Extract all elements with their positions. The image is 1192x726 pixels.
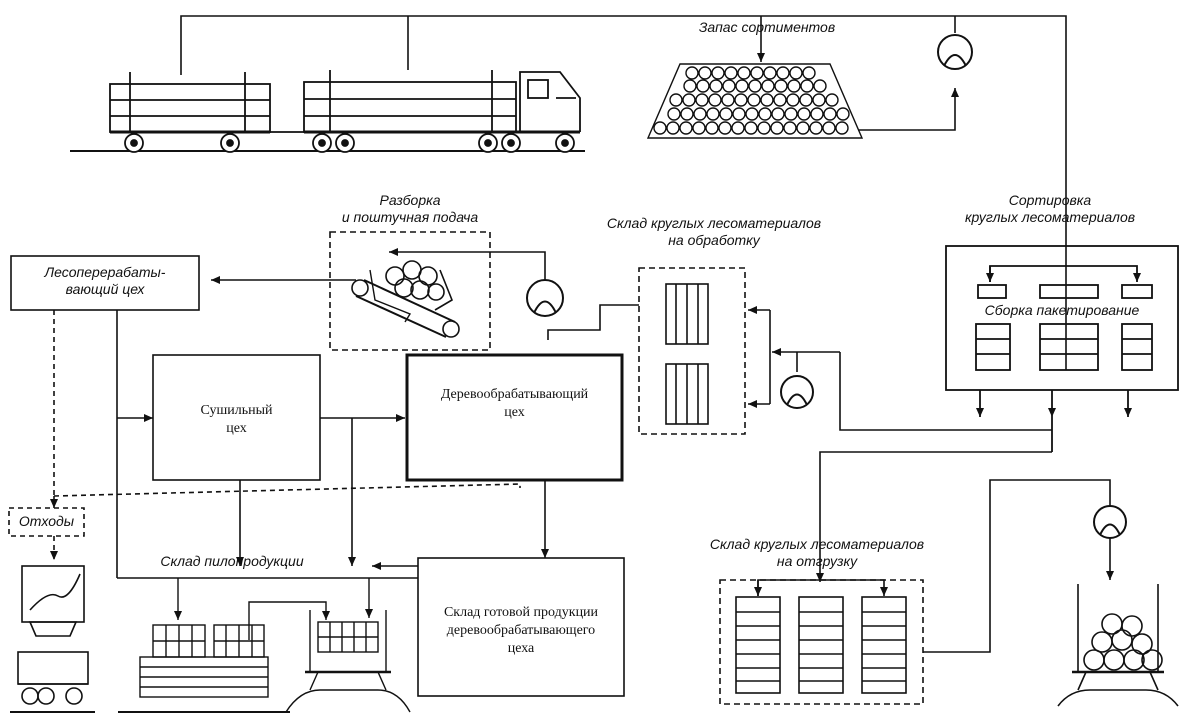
log-end [732, 122, 744, 134]
label-finished-warehouse: Склад готовой продукции деревообрабатыва… [418, 604, 624, 658]
log-end [680, 122, 692, 134]
log-end [733, 108, 745, 120]
log-end [803, 67, 815, 79]
log-end [699, 67, 711, 79]
log-end [719, 122, 731, 134]
log-end [667, 122, 679, 134]
label-processing-warehouse: Склад круглых лесоматериалов на обработк… [574, 215, 854, 249]
waste-icons [9, 508, 95, 712]
log-end [745, 122, 757, 134]
log-end [697, 80, 709, 92]
log-end [746, 108, 758, 120]
log-end [813, 94, 825, 106]
log-end [777, 67, 789, 79]
log-end [759, 108, 771, 120]
log-end [683, 94, 695, 106]
log-end [814, 80, 826, 92]
log-end [751, 67, 763, 79]
log-end [720, 108, 732, 120]
log-end [1084, 650, 1104, 670]
log-end [810, 122, 822, 134]
log-end [748, 94, 760, 106]
log-end [696, 94, 708, 106]
log-end [771, 122, 783, 134]
log-end [798, 108, 810, 120]
log-pile-icon [648, 64, 862, 138]
log-end [712, 67, 724, 79]
log-end [710, 80, 722, 92]
log-end [668, 108, 680, 120]
label-stock: Запас сортиментов [682, 19, 852, 36]
log-end [736, 80, 748, 92]
log-end [824, 108, 836, 120]
log-end [694, 108, 706, 120]
log-end [684, 80, 696, 92]
log-end [1104, 650, 1124, 670]
log-end [784, 122, 796, 134]
log-end [801, 80, 813, 92]
processing-warehouse-block [639, 268, 1052, 434]
log-end [735, 94, 747, 106]
log-end [654, 122, 666, 134]
lumber-warehouse-icons [118, 578, 410, 712]
crane-grab-icon-mid [781, 376, 813, 408]
label-dryer: Сушильный цех [153, 402, 320, 438]
log-end [738, 67, 750, 79]
log-end [725, 67, 737, 79]
log-end [1092, 632, 1112, 652]
log-end [1124, 650, 1144, 670]
log-end [709, 94, 721, 106]
log-end [811, 108, 823, 120]
log-end [800, 94, 812, 106]
log-end [722, 94, 734, 106]
log-truck-icon [70, 70, 585, 152]
crane-grab-icon [858, 35, 972, 130]
log-end [686, 67, 698, 79]
dryer-block [153, 355, 405, 566]
log-end [681, 108, 693, 120]
log-end [775, 80, 787, 92]
shipping-warehouse-block [720, 452, 1110, 704]
log-end [787, 94, 799, 106]
label-unpack: Разборка и поштучная подача [320, 192, 500, 226]
log-end [790, 67, 802, 79]
log-end [706, 122, 718, 134]
log-end [723, 80, 735, 92]
sorting-block [946, 246, 1178, 452]
log-end [762, 80, 774, 92]
log-end [837, 108, 849, 120]
label-lumber-warehouse: Склад пилопродукции [132, 553, 332, 570]
log-end [788, 80, 800, 92]
label-assembly: Сборка пакетирование [948, 302, 1176, 319]
label-woodworking: Деревообрабатывающий цех [407, 386, 622, 422]
log-end [836, 122, 848, 134]
log-end [693, 122, 705, 134]
log-end [1102, 614, 1122, 634]
log-end [774, 94, 786, 106]
log-end [772, 108, 784, 120]
label-waste: Отходы [9, 513, 84, 530]
unpacking-block [211, 232, 490, 350]
log-end [758, 122, 770, 134]
log-end [785, 108, 797, 120]
log-cart-icon [1058, 584, 1178, 706]
log-end [797, 122, 809, 134]
log-end [707, 108, 719, 120]
log-end [1122, 616, 1142, 636]
log-end [670, 94, 682, 106]
log-end [823, 122, 835, 134]
log-end [761, 94, 773, 106]
label-sorting: Сортировка круглых лесоматериалов [930, 192, 1170, 226]
log-end [1132, 634, 1152, 654]
crane-grab-icon-bottom [1094, 506, 1126, 538]
log-end [826, 94, 838, 106]
log-end [764, 67, 776, 79]
log-end [749, 80, 761, 92]
label-sawmill: Лесоперерабаты- вающий цех [15, 264, 195, 298]
label-shipping-warehouse: Склад круглых лесоматериалов на отгрузку [672, 536, 962, 570]
